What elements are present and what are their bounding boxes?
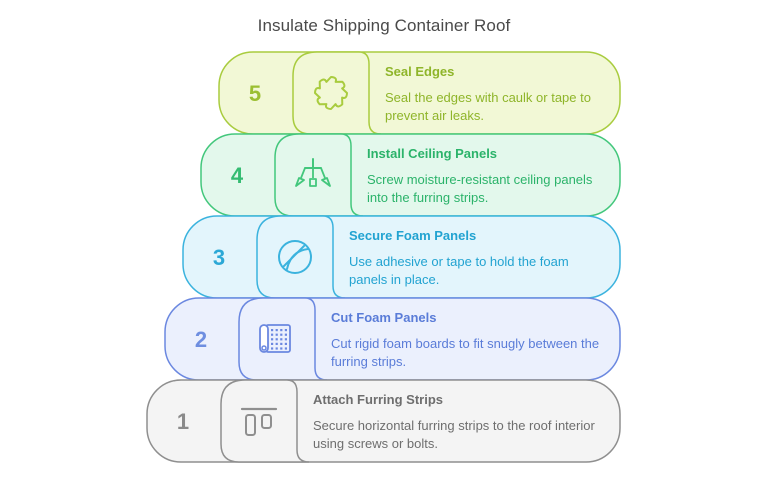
step-heading: Install Ceiling Panels [367,146,498,161]
step-heading: Secure Foam Panels [349,228,477,243]
step-number: 1 [177,409,189,434]
step-number: 5 [249,81,261,106]
step-5: 5 [218,51,621,135]
step-3: 3 [182,215,621,299]
foam-roll-icon [259,324,291,353]
adhesive-tape-icon [278,240,312,274]
step-icon-tab [220,379,310,463]
seal-badge-icon [314,76,348,110]
furring-strips-icon [240,407,278,436]
step-number: 2 [195,327,207,352]
step-description: Cut rigid foam boards to fit snugly betw… [331,336,600,369]
step-description: Use adhesive or tape to hold the foam pa… [349,254,569,287]
step-number: 3 [213,245,225,270]
step-heading: Attach Furring Strips [313,392,444,407]
step-4: 4 [200,133,621,217]
step-description: Seal the edges with caulk or tape to pre… [385,90,591,123]
step-icon-tab [274,133,364,217]
step-description: Screw moisture-resistant ceiling panels … [367,172,593,205]
step-1: 1 [146,379,621,463]
step-icon-tab [292,51,382,135]
ceiling-light-icon [295,158,331,187]
step-icon-tab [238,297,328,381]
step-heading: Cut Foam Panels [331,310,437,325]
step-heading: Seal Edges [385,64,455,79]
diagram-title: Insulate Shipping Container Roof [257,16,511,35]
step-description: Secure horizontal furring strips to the … [313,418,595,451]
step-number: 4 [231,163,244,188]
step-icon-tab [256,215,346,299]
